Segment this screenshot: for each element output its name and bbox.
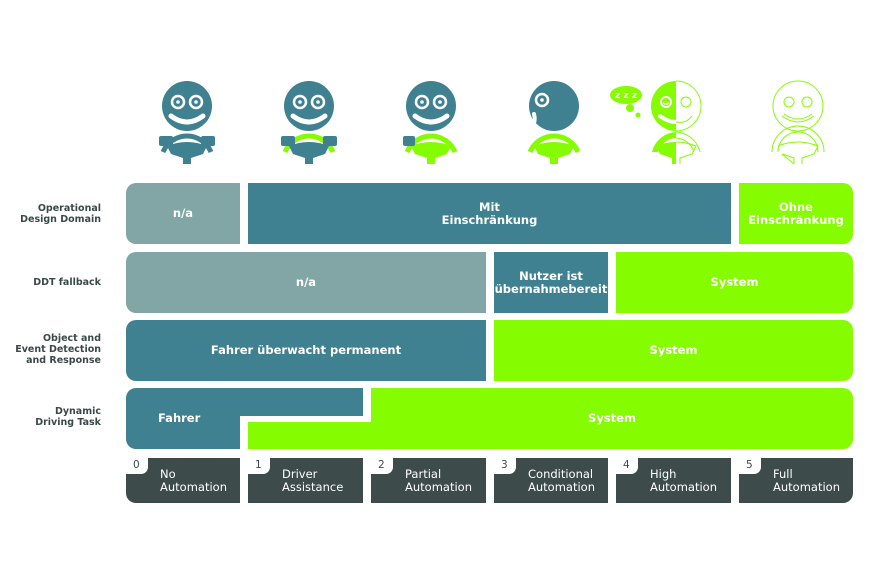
level-number: 1 <box>248 458 270 474</box>
driver-partial-automation-icon <box>399 80 469 164</box>
row-label-line: Dynamic <box>54 406 101 417</box>
cell-text: n/a <box>172 206 194 220</box>
cell-text: Fahrer überwacht permanent <box>210 343 402 357</box>
level-title: Automation <box>405 480 472 494</box>
level-number: 4 <box>616 458 638 474</box>
no-driver-outline-icon <box>766 80 836 166</box>
cell-text: Nutzer ist <box>519 268 583 283</box>
cell-text: Mit <box>479 199 500 214</box>
fallback-na-cell: n/a <box>126 252 486 313</box>
level-number: 5 <box>739 458 761 474</box>
level-title: Conditional <box>528 467 594 481</box>
level-title: Automation <box>773 480 840 494</box>
level-title: Automation <box>160 480 227 494</box>
fallback-system-cell: System <box>616 252 853 313</box>
level-title: No <box>160 467 176 481</box>
ddt-system-step <box>248 422 378 449</box>
oedr-system-cell: System <box>494 320 853 381</box>
level-number: 2 <box>371 458 393 474</box>
cell-text: Einschränkung <box>441 212 538 227</box>
level-title: Full <box>773 467 793 481</box>
row-label-line: Driving Task <box>35 417 101 428</box>
cell-text: System <box>588 411 636 425</box>
cell-text: n/a <box>295 275 317 289</box>
row-label-line: and Response <box>26 355 101 366</box>
level-title: High <box>650 467 677 481</box>
oedr-fahrer-cell: Fahrer überwacht permanent <box>126 320 486 381</box>
driver-assisted-steering-icon <box>277 80 347 164</box>
sleep-text: z z z <box>615 91 637 101</box>
row-label-line: Design Domain <box>20 214 101 225</box>
odd-na-cell: n/a <box>126 183 240 244</box>
row-label-dynamic-driving-task: Dynamic Driving Task <box>0 406 101 428</box>
cell-text: Fahrer <box>158 411 201 425</box>
row-label-oedr: Object and Event Detection and Response <box>0 333 101 366</box>
driver-hands-on-wheel-icon <box>155 80 225 164</box>
row-label-ddt-fallback: DDT fallback <box>0 277 101 288</box>
row-label-line: DDT fallback <box>33 277 101 288</box>
cell-text: System <box>710 275 759 289</box>
level-title: Automation <box>650 480 717 494</box>
level-number: 3 <box>494 458 516 474</box>
level-title: Driver <box>282 467 318 481</box>
driver-sleeping-icon <box>644 80 714 164</box>
ddt-system-cell: System <box>371 388 853 449</box>
level-title: Automation <box>528 480 595 494</box>
row-label-line: Event Detection <box>15 344 101 355</box>
row-label-line: Operational <box>37 203 101 214</box>
cell-text: übernahmebereit <box>494 281 608 296</box>
row-label-operational-design-domain: Operational Design Domain <box>0 203 101 225</box>
cell-text: Ohne <box>779 199 813 214</box>
level-number: 0 <box>126 458 148 474</box>
cell-text: System <box>649 343 698 357</box>
driver-looking-away-icon <box>522 80 592 164</box>
row-label-line: Object and <box>42 333 101 344</box>
sleep-thought-bubble-icon: z z z <box>608 84 652 120</box>
level-title: Assistance <box>282 480 344 494</box>
cell-text: Einschränkung <box>748 212 844 227</box>
level-title: Partial <box>405 467 442 481</box>
